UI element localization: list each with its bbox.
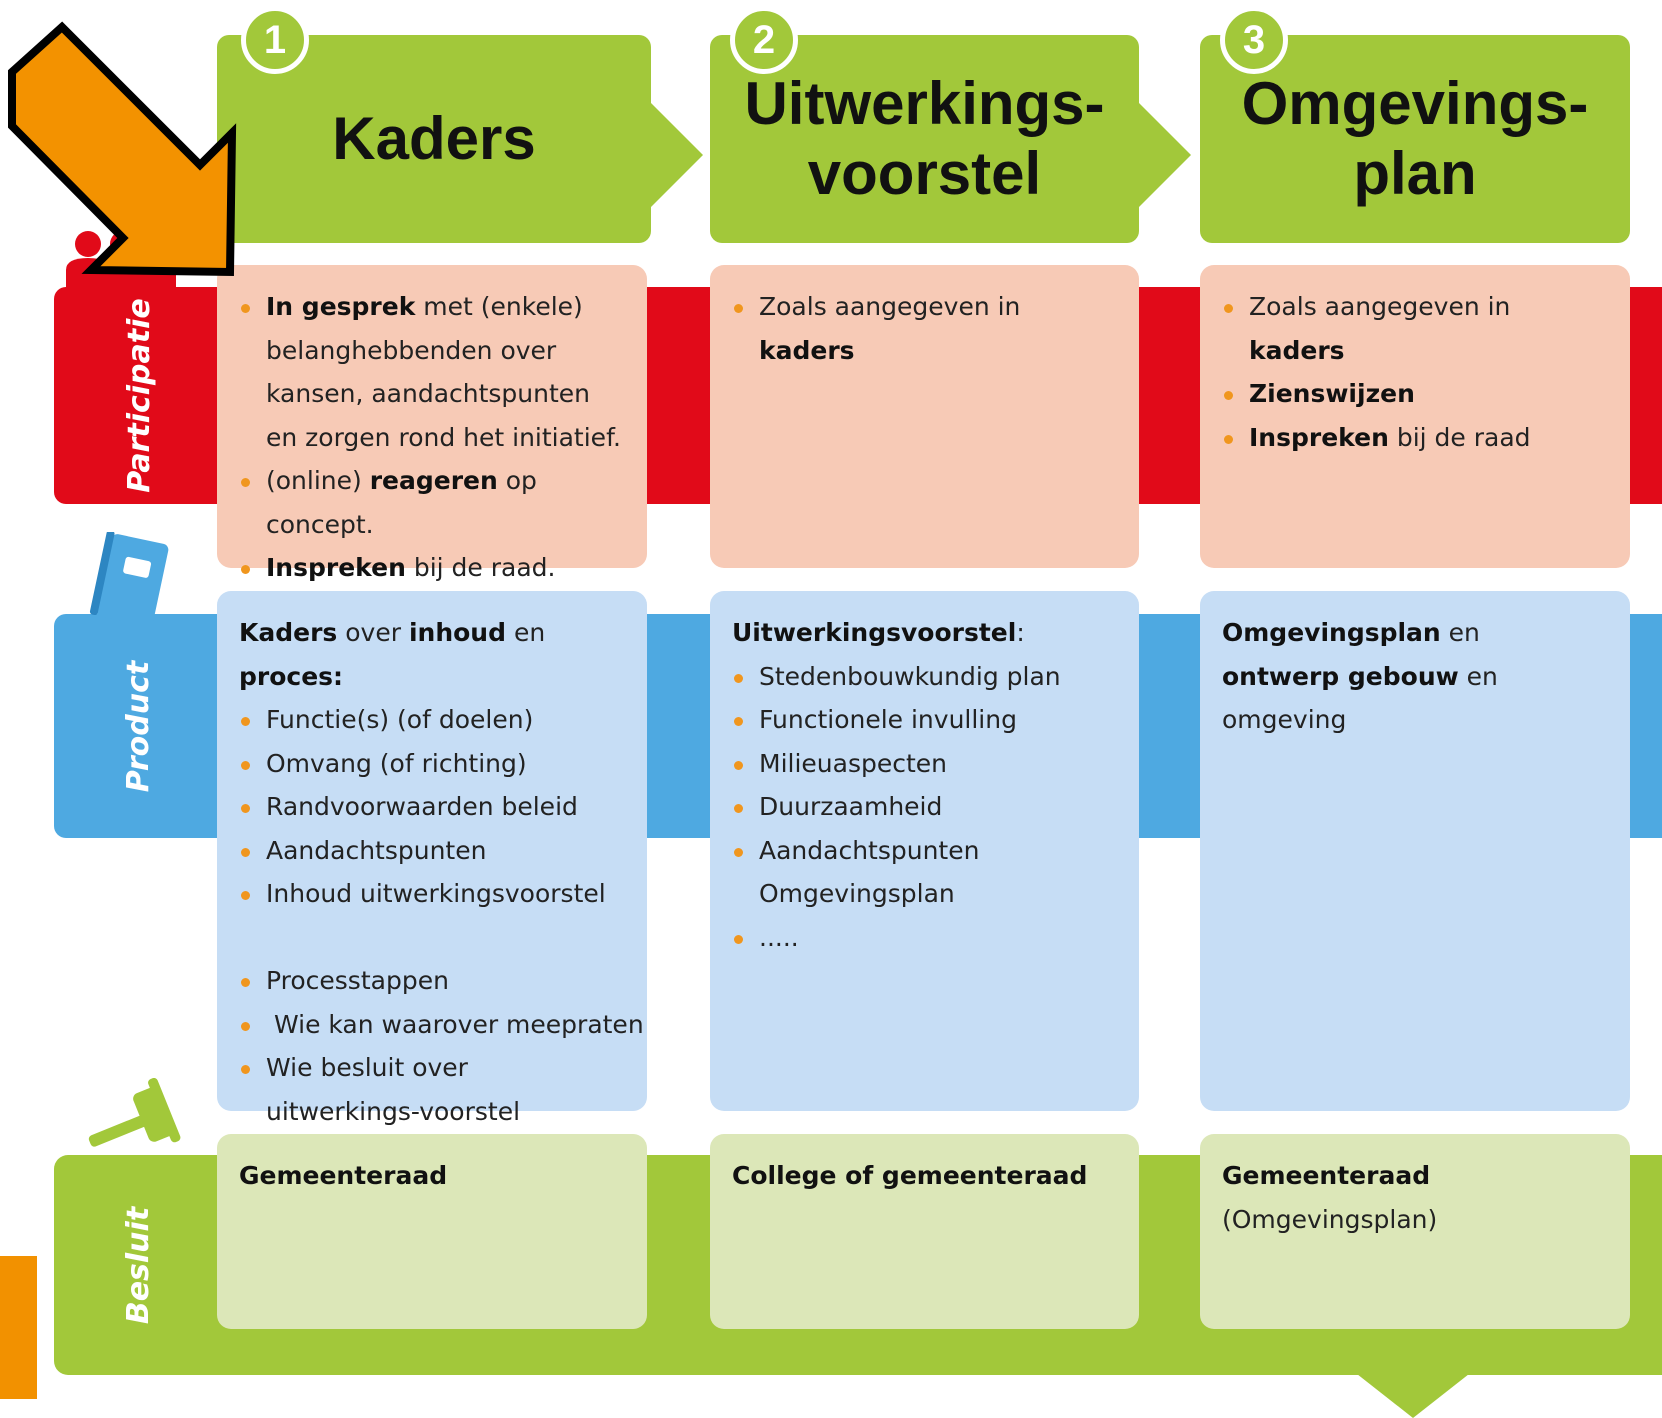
list-item: Milieuaspecten — [732, 742, 1119, 786]
flow-down-arrow — [1357, 1374, 1469, 1418]
product-cell-kaders: Kaders over inhoud en proces: Functie(s)… — [217, 591, 647, 1126]
step-title-line: Kaders — [332, 105, 536, 172]
cell-heading: Kaders over inhoud en proces: — [239, 618, 546, 691]
row-label-participatie: Participatie — [121, 298, 157, 493]
list-item: Aandachtspunten — [239, 829, 627, 873]
gavel-icon — [88, 1078, 181, 1147]
step-chevron — [1139, 103, 1191, 207]
step-header-omgevingsplan: Omgevings- plan — [1200, 35, 1630, 243]
decision-body: Gemeenteraad — [1222, 1161, 1431, 1190]
cell-heading: Omgevingsplan en ontwerp gebouw en omgev… — [1222, 618, 1498, 734]
list-item: Duurzaamheid — [732, 785, 1119, 829]
list-item: Inspreken bij de raad — [1222, 416, 1610, 460]
product-cell-uitwerkingsvoorstel: Uitwerkingsvoorstel: Stedenbouwkundig pl… — [710, 591, 1139, 1111]
book-icon — [89, 532, 169, 622]
list-item: In gesprek met (enkele) belanghebbenden … — [239, 285, 627, 459]
row-label-besluit: Besluit — [121, 1206, 157, 1324]
besluit-cell-uitwerkingsvoorstel: College of gemeenteraad — [710, 1134, 1139, 1329]
cell-heading: Uitwerkingsvoorstel: — [732, 618, 1025, 647]
list-item: Functionele invulling — [732, 698, 1119, 742]
list-item: Functie(s) (of doelen) — [239, 698, 627, 742]
list-item: Stedenbouwkundig plan — [732, 655, 1119, 699]
list-item: Randvoorwaarden beleid — [239, 785, 627, 829]
decision-body: College of gemeenteraad — [732, 1161, 1088, 1190]
list-item: Inhoud uitwerkingsvoorstel — [239, 872, 627, 916]
step-title-line: Uitwerkings- — [744, 70, 1105, 137]
list-item: Omvang (of richting) — [239, 742, 627, 786]
list-item: Zoals aangegeven in kaders — [1222, 285, 1610, 372]
list-item: Zienswijzen — [1222, 372, 1610, 416]
step-number-badge: 2 — [730, 6, 798, 74]
step-title-line: Omgevings- — [1241, 70, 1589, 137]
list-item: (online) reageren op concept. — [239, 459, 627, 546]
accent-bar — [0, 1256, 37, 1399]
decision-note: (Omgevingsplan) — [1222, 1204, 1438, 1234]
besluit-cell-omgevingsplan: Gemeenteraad (Omgevingsplan) — [1200, 1134, 1630, 1329]
step-header-uitwerkingsvoorstel: Uitwerkings- voorstel — [710, 35, 1139, 243]
besluit-cell-kaders: Gemeenteraad — [217, 1134, 647, 1329]
participatie-cell-omgevingsplan: Zoals aangegeven in kaders Zienswijzen I… — [1200, 265, 1630, 568]
step-number-badge: 3 — [1220, 6, 1288, 74]
list-item: Inspreken bij de raad. — [239, 546, 627, 590]
list-item: Processtappen — [239, 959, 627, 1003]
participatie-cell-kaders: In gesprek met (enkele) belanghebbenden … — [217, 265, 647, 582]
product-cell-omgevingsplan: Omgevingsplan en ontwerp gebouw en omgev… — [1200, 591, 1630, 1111]
step-number-badge: 1 — [241, 6, 309, 74]
row-label-product: Product — [121, 660, 157, 792]
list-item: Wie kan waarover meepraten — [239, 1003, 644, 1047]
step-chevron — [651, 103, 703, 207]
step-title-line: plan — [1353, 140, 1477, 207]
step-title-line: voorstel — [807, 140, 1042, 207]
arrow-icon — [8, 21, 237, 277]
step-header-kaders: Kaders — [217, 35, 651, 243]
list-item: Aandachtspunten Omgevingsplan — [732, 829, 1119, 916]
participatie-cell-uitwerkingsvoorstel: Zoals aangegeven in kaders — [710, 265, 1139, 568]
list-item: Zoals aangegeven in kaders — [732, 285, 1119, 372]
list-item: ..... — [732, 916, 1119, 960]
decision-body: Gemeenteraad — [239, 1161, 448, 1190]
list-item: Wie besluit over uitwerkings-voorstel — [239, 1046, 627, 1133]
